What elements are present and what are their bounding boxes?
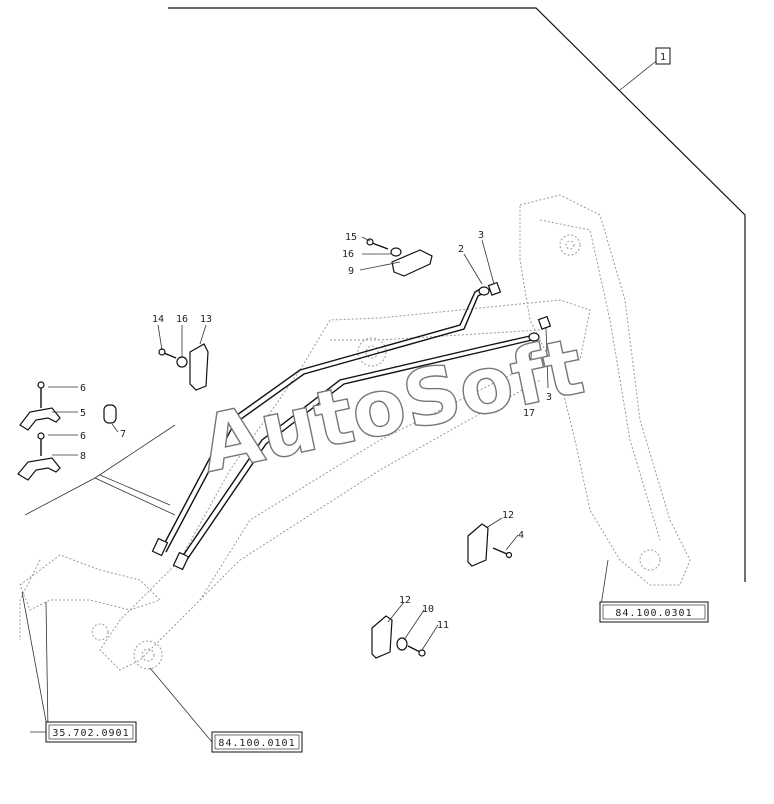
assembly-frame-line [168, 7, 746, 582]
callout-3-right: 3 [546, 392, 552, 403]
callout-5: 5 [80, 408, 86, 419]
clamp-assembly-5 [19, 381, 61, 431]
callout-leaders [48, 236, 549, 651]
bracket-assembly-4 [467, 523, 513, 567]
bracket-assembly-13 [158, 343, 209, 391]
callout-9: 9 [348, 266, 354, 277]
watermark-text: AutoSoft [193, 322, 591, 491]
leader-1 [619, 57, 661, 91]
callout-7: 7 [120, 429, 126, 440]
reference-box-bottom: 84.100.0101 [211, 731, 303, 753]
bucket-link-outline [19, 554, 161, 640]
callout-17: 17 [523, 408, 535, 419]
callout-10: 10 [422, 604, 434, 615]
clamp-assembly-9 [366, 238, 433, 277]
callout-1: 1 [660, 52, 666, 63]
callout-15: 15 [345, 232, 357, 243]
dipper-arm-outline [519, 194, 691, 586]
callout-box-1 [655, 47, 671, 65]
callout-16-left: 16 [176, 314, 188, 325]
pipe-end-fitting-2 [478, 281, 502, 296]
boom-outline [91, 299, 591, 671]
reference-label-left: 35.702.0901 [52, 728, 129, 739]
callout-4: 4 [518, 530, 524, 541]
reference-label-right: 84.100.0301 [615, 608, 692, 619]
clamp-assembly-8 [17, 432, 61, 481]
reference-leaders [21, 424, 609, 743]
hydraulic-pipe-right [172, 335, 533, 571]
reference-box-right: 84.100.0301 [599, 601, 709, 623]
callout-13: 13 [200, 314, 212, 325]
callout-12-lower: 12 [399, 595, 411, 606]
callout-3-top: 3 [478, 230, 484, 241]
callout-11: 11 [437, 620, 449, 631]
callout-8: 8 [80, 451, 86, 462]
spacer-7 [103, 404, 117, 424]
hydraulic-pipe-left [151, 287, 486, 557]
reference-label-bottom: 84.100.0101 [218, 738, 295, 749]
bracket-assembly-10 [371, 615, 426, 659]
callout-14: 14 [152, 314, 164, 325]
callout-2: 2 [458, 244, 464, 255]
callout-6-bottom: 6 [80, 431, 86, 442]
reference-box-left: 35.702.0901 [45, 721, 137, 743]
callout-16-top: 16 [342, 249, 354, 260]
callout-6-top: 6 [80, 383, 86, 394]
pipe-end-fitting-17 [528, 315, 552, 342]
callout-12-upper: 12 [502, 510, 514, 521]
